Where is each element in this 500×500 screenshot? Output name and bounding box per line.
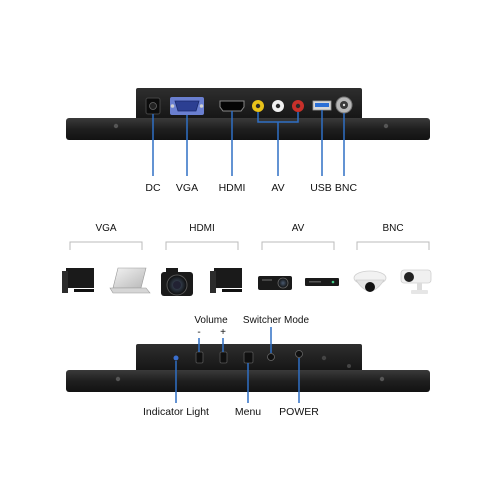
usb-label: USB (310, 182, 332, 194)
compat-hdmi-label: HDMI (189, 223, 215, 234)
switcher-mode-label: Switcher Mode (243, 315, 310, 326)
compat-brackets (69, 241, 430, 250)
switcher-mode-button (267, 353, 275, 361)
bnc-bracket (356, 241, 430, 250)
housing-screw (321, 355, 327, 361)
bnc-label: BNC (335, 182, 358, 194)
hdmi-bracket (165, 241, 239, 250)
compat-vga-label: VGA (95, 223, 116, 234)
bezel-screw-right (383, 123, 389, 129)
menu-button (243, 351, 254, 364)
bullet-camera-icon (400, 269, 432, 294)
monitor-icon (210, 268, 242, 293)
av-ports (252, 100, 304, 112)
dvd-player-icon (305, 278, 339, 286)
power-label: POWER (279, 406, 319, 418)
top-panel: DC VGA HDMI AV USB BNC (66, 88, 430, 194)
bottom-connector-lines (175, 327, 300, 403)
housing-screw-2 (347, 364, 351, 368)
dc-port (145, 97, 161, 115)
volume-down-button (195, 351, 204, 364)
bottom-panel: Volume - + Switcher Mode Indicator Light… (66, 315, 430, 418)
projector-icon (258, 276, 292, 290)
dome-camera-icon (353, 270, 387, 292)
indicator-light (173, 355, 179, 361)
bezel-screw-left (115, 376, 121, 382)
volume-up-button (219, 351, 228, 364)
usb-port (312, 100, 332, 111)
vga-label: VGA (176, 182, 198, 194)
monitor-icon (62, 268, 94, 293)
hdmi-label: HDMI (219, 182, 246, 194)
compat-av-label: AV (292, 223, 305, 234)
vga-port (170, 97, 204, 115)
camera-icon (161, 268, 193, 296)
volume-label: Volume (194, 315, 228, 326)
compat-bnc-label: BNC (382, 223, 403, 234)
indicator-light-label: Indicator Light (143, 406, 209, 418)
av-label: AV (271, 182, 284, 194)
top-connector-lines (152, 110, 345, 176)
power-button (295, 350, 303, 358)
hdmi-port (219, 100, 245, 112)
compat-row: VGA HDMI AV BNC (62, 223, 432, 296)
bezel-screw-right (379, 376, 385, 382)
bezel-screw-left (113, 123, 119, 129)
bnc-port (335, 96, 353, 114)
volume-plus-label: + (220, 327, 226, 338)
dc-label: DC (145, 182, 161, 194)
av-bracket (261, 241, 335, 250)
top-monitor-bezel (66, 118, 430, 140)
menu-label: Menu (235, 406, 261, 418)
volume-minus-label: - (197, 327, 200, 338)
laptop-icon (109, 267, 151, 294)
vga-bracket (69, 241, 143, 250)
